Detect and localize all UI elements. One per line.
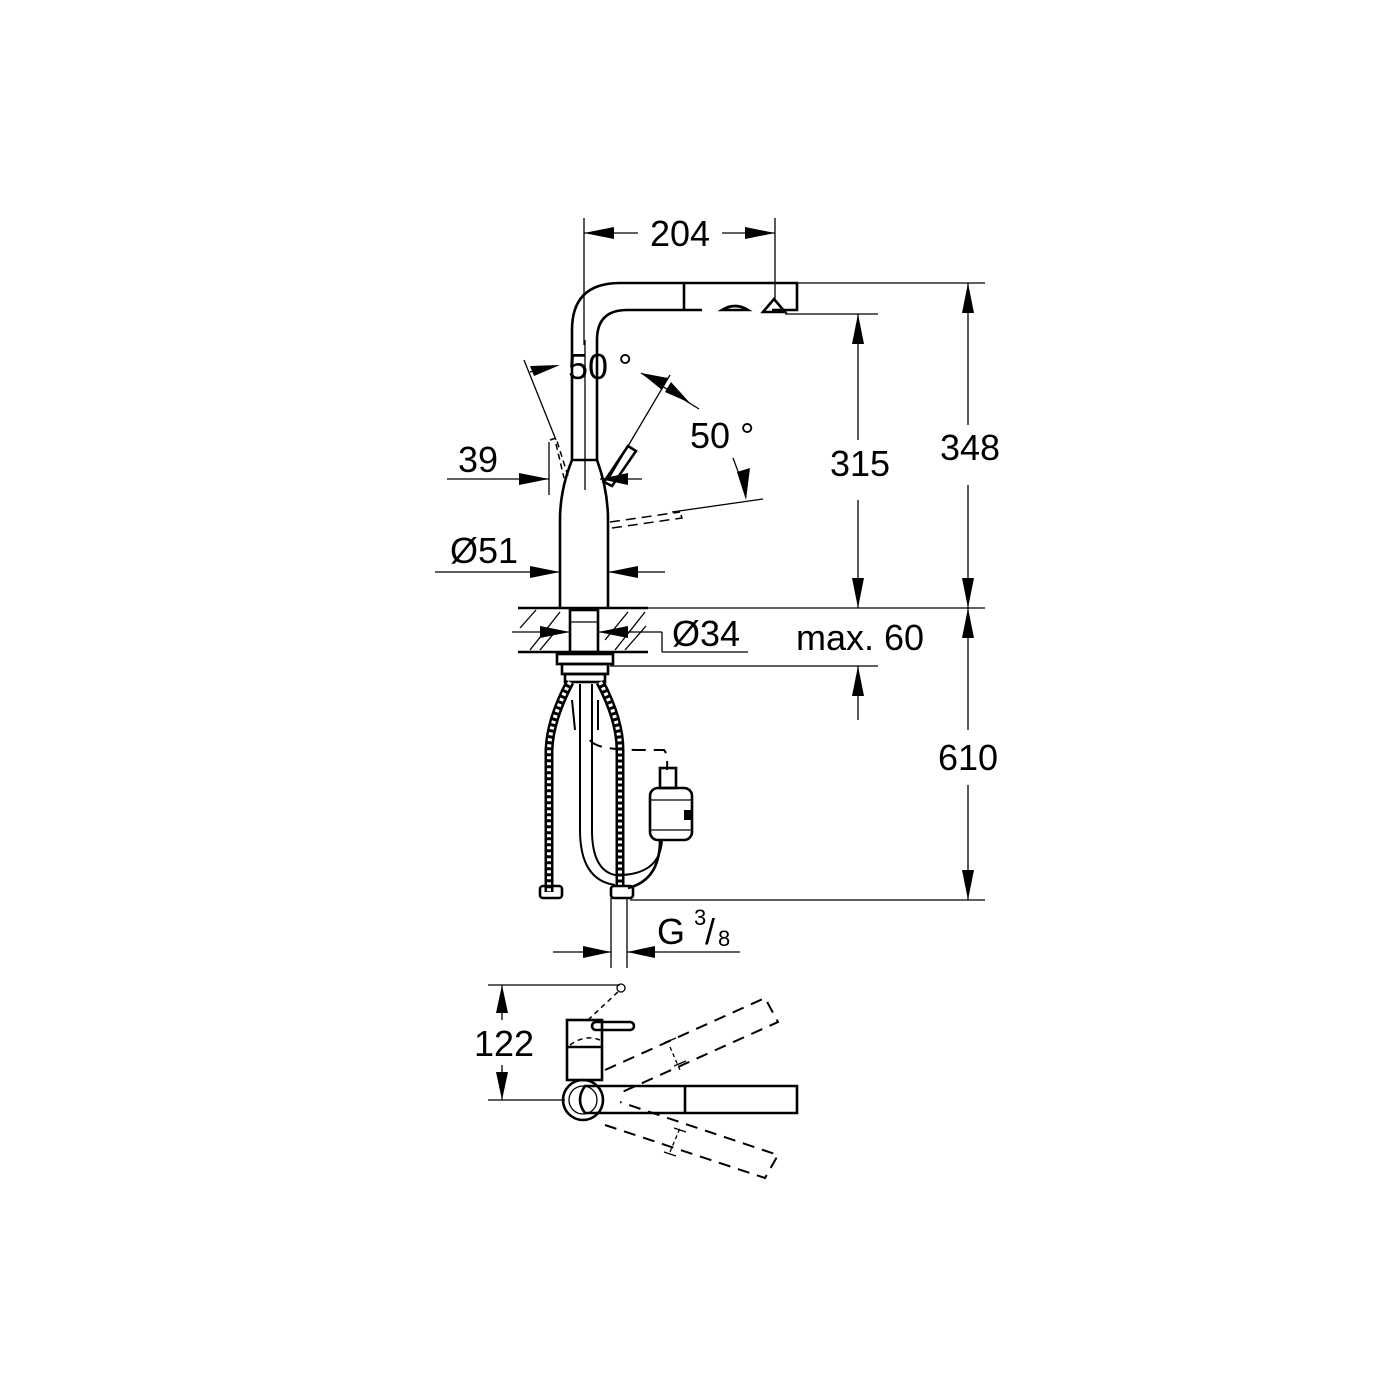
faucet-body (558, 340, 610, 608)
top-view (561, 983, 799, 1180)
mounting-hardware (555, 652, 615, 684)
dim-outlet-height: 315 (830, 314, 890, 608)
dim-hole-diameter: Ø34 (512, 613, 748, 654)
dim-hose-length: 610 (630, 608, 998, 901)
dim-204-label: 204 (650, 213, 710, 254)
dim-max60-label: max. 60 (796, 617, 924, 658)
lever-right (602, 374, 764, 529)
thread-numerator: 3 (694, 905, 706, 930)
supply-hoses (538, 679, 694, 900)
angle-right-label: 50 ° (690, 415, 754, 456)
dim-lever-offset: 39 (447, 439, 642, 495)
dim-overall-height: 348 (940, 283, 1000, 608)
dim-connection-thread: G 3 / 8 (553, 898, 740, 968)
dim-top-depth: 122 (474, 984, 620, 1101)
dim-610-label: 610 (938, 737, 998, 778)
spout (570, 281, 985, 460)
dim-39-label: 39 (458, 439, 498, 480)
dim-spout-reach: 204 (583, 213, 776, 345)
dim-lever-angle-right: 50 ° (640, 372, 754, 500)
dim-34-label: Ø34 (672, 613, 740, 654)
dim-51-label: Ø51 (450, 530, 518, 571)
angle-left-label: 50 ° (568, 346, 632, 387)
dim-348-label: 348 (940, 427, 1000, 468)
dim-315-label: 315 (830, 443, 890, 484)
dim-lever-angle-left: 50 ° (529, 346, 632, 387)
dim-body-diameter: Ø51 (435, 530, 665, 578)
thread-prefix: G (657, 911, 685, 952)
dim-122-label: 122 (474, 1023, 534, 1064)
lever-left (523, 359, 569, 479)
thread-denominator: 8 (718, 926, 730, 951)
thread-slash: / (705, 911, 715, 952)
dim-max-deck: max. 60 (610, 617, 924, 720)
